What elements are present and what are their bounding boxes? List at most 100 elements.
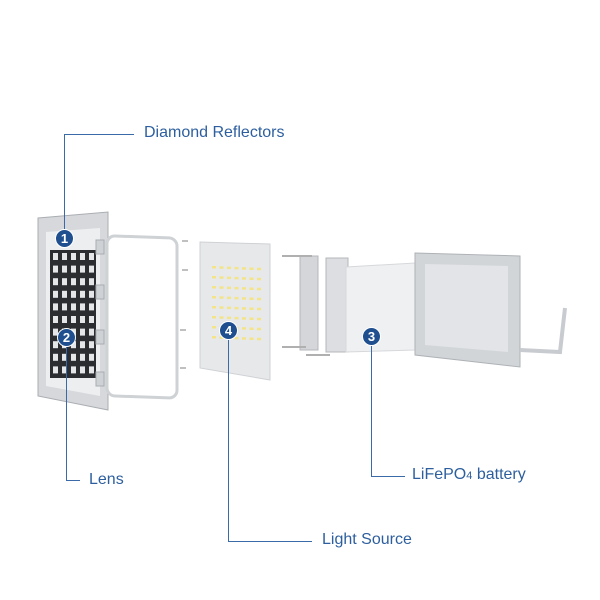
- label-lens: Lens: [89, 471, 124, 488]
- leader-line-1h: [64, 134, 134, 135]
- leader-line-2h: [66, 480, 80, 481]
- reflector-cell: [80, 303, 85, 311]
- reflector-cell: [89, 278, 94, 286]
- led-chip: [257, 307, 261, 311]
- led-chip: [249, 317, 254, 320]
- led-chip: [234, 276, 239, 280]
- reflector-cell: [71, 366, 76, 374]
- light-source-board: [199, 241, 271, 381]
- reflector-cell: [89, 328, 94, 336]
- front-housing: [37, 211, 109, 411]
- bracket-right: [325, 257, 349, 353]
- led-chip: [234, 336, 239, 340]
- led-chip: [249, 277, 254, 280]
- led-chip: [219, 276, 224, 279]
- led-chip: [249, 287, 254, 290]
- leader-line-2: [66, 345, 67, 480]
- led-chip: [242, 297, 246, 300]
- led-chip: [227, 276, 231, 280]
- led-chip: [212, 316, 216, 319]
- led-chip: [234, 296, 239, 300]
- mounting-bracket: [519, 307, 567, 355]
- led-chip: [257, 287, 261, 291]
- leader-line-3: [371, 345, 372, 476]
- reflector-cell: [71, 253, 76, 260]
- led-chip: [227, 286, 231, 290]
- reflector-cell: [53, 341, 58, 349]
- reflector-cell: [53, 265, 58, 273]
- reflector-cell: [80, 265, 85, 273]
- led-chip: [227, 306, 231, 310]
- leader-line-4: [228, 340, 229, 541]
- led-chip: [257, 317, 261, 321]
- reflector-cell: [62, 253, 67, 260]
- reflector-cell: [53, 316, 58, 323]
- reflector-cell: [80, 290, 85, 298]
- led-chip: [212, 306, 216, 309]
- led-chip: [234, 316, 239, 320]
- label-lifepo4-battery: LiFePO4 battery: [412, 466, 526, 483]
- reflector-cell: [89, 353, 94, 361]
- led-chip: [212, 296, 216, 299]
- led-chip: [257, 327, 261, 331]
- led-chip: [219, 286, 224, 289]
- reflector-cell: [89, 253, 94, 260]
- led-chip: [219, 306, 224, 309]
- led-chip: [234, 286, 239, 290]
- led-chip: [242, 307, 246, 310]
- callout-marker-3: 3: [362, 327, 381, 346]
- reflector-cell: [89, 366, 94, 374]
- reflector-cell: [71, 353, 76, 361]
- led-chip: [212, 276, 216, 279]
- callout-marker-2: 2: [57, 328, 76, 347]
- led-chip: [227, 266, 231, 270]
- leader-line-4h: [228, 541, 312, 542]
- bracket-left: [299, 255, 319, 351]
- led-chip: [234, 306, 239, 310]
- reflector-cell: [89, 265, 94, 273]
- led-chip: [219, 296, 224, 299]
- reflector-cell: [53, 278, 58, 286]
- reflector-cell: [80, 278, 85, 286]
- reflector-cell: [71, 303, 76, 311]
- reflector-cell: [80, 316, 85, 323]
- led-chip: [234, 266, 239, 270]
- reflector-cell: [71, 290, 76, 298]
- reflector-cell: [80, 341, 85, 349]
- reflector-cell: [80, 366, 85, 374]
- led-chip: [212, 336, 216, 339]
- led-chip: [257, 337, 261, 341]
- reflector-cell: [89, 316, 94, 323]
- reflector-cell: [89, 290, 94, 298]
- label-diamond-reflectors: Diamond Reflectors: [144, 124, 285, 141]
- led-chip: [257, 267, 261, 271]
- reflector-cell: [62, 290, 67, 298]
- reflector-cell: [53, 253, 58, 260]
- led-chip: [249, 267, 254, 270]
- callout-marker-1: 1: [55, 229, 74, 248]
- reflector-cell: [62, 316, 67, 323]
- lens-frame: [105, 234, 179, 400]
- led-chip: [242, 267, 246, 270]
- led-chip: [219, 266, 224, 269]
- reflector-cell: [71, 316, 76, 323]
- led-chip: [257, 277, 261, 281]
- reflector-cell: [80, 353, 85, 361]
- led-chip: [212, 266, 216, 269]
- reflector-cell: [80, 328, 85, 336]
- led-chip: [219, 316, 224, 319]
- reflector-cell: [71, 265, 76, 273]
- led-chip: [227, 296, 231, 300]
- led-chip: [242, 337, 246, 340]
- reflector-cell: [62, 278, 67, 286]
- reflector-cell: [62, 303, 67, 311]
- led-chip: [249, 297, 254, 300]
- led-chip: [212, 326, 216, 329]
- label-light-source: Light Source: [322, 531, 412, 548]
- reflector-cell: [53, 366, 58, 374]
- reflector-cell: [71, 278, 76, 286]
- led-chip: [242, 277, 246, 280]
- leader-line-3h: [371, 476, 405, 477]
- reflector-cell: [62, 366, 67, 374]
